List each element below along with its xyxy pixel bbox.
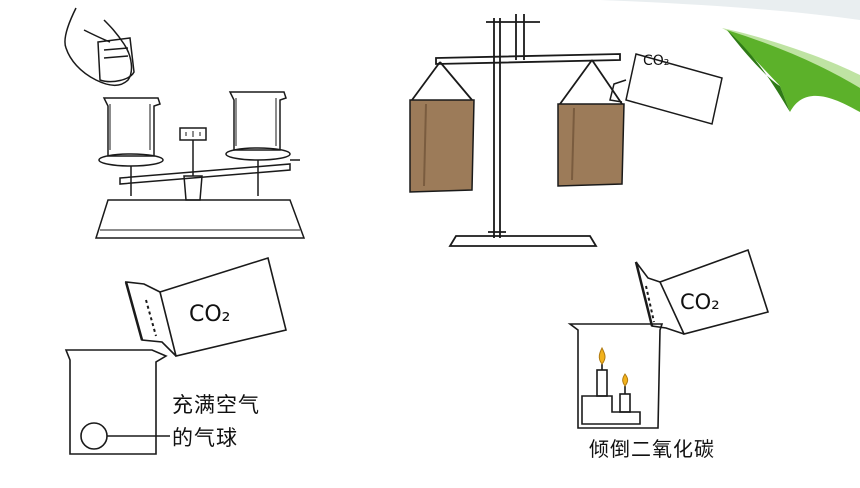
co2-bottle-left <box>159 256 287 357</box>
central-pillar <box>183 175 203 201</box>
candle-wicks <box>601 364 626 394</box>
bottle-mouth-right <box>634 261 654 327</box>
tall-candle-flame <box>598 346 606 365</box>
candle-beaker <box>567 248 770 429</box>
step-stand <box>581 395 641 425</box>
gas-stream-left <box>145 299 157 337</box>
short-candle-flame <box>622 373 629 387</box>
balance-base <box>94 199 306 239</box>
balloon-beaker <box>64 256 287 455</box>
ribbon-green <box>727 30 860 112</box>
pouring-hand <box>64 7 133 86</box>
left-bag-fold <box>423 103 427 187</box>
ribbon-curl-shade <box>600 0 860 20</box>
balloon-caption-line2: 的气球 <box>172 426 238 450</box>
hand-crease <box>83 29 111 43</box>
left-beaker-shading <box>109 104 151 150</box>
left-paper-bag <box>409 99 475 193</box>
gas-stream-right <box>645 285 655 323</box>
lever-beam <box>435 53 621 65</box>
bag-balance <box>409 14 723 247</box>
left-strings <box>411 61 473 101</box>
short-candle <box>619 393 631 413</box>
right-bag-fold <box>571 107 575 181</box>
bottle-neck <box>609 79 627 103</box>
balloon-caption-line1: 充满空气 <box>172 393 260 417</box>
balance-two-beakers <box>64 7 306 239</box>
co2-bottle-top <box>609 53 723 125</box>
pour-co2-caption: 倾倒二氧化碳 <box>589 437 715 461</box>
bottle-mouth-left <box>124 281 144 341</box>
beaker-right <box>567 323 664 429</box>
scale-ticks <box>185 131 201 137</box>
right-beaker-shading <box>235 98 277 146</box>
right-strings <box>559 59 623 105</box>
stand-rod <box>493 18 501 238</box>
stand-base <box>448 235 598 247</box>
co2-label-candle-bottle: CO₂ <box>680 290 720 314</box>
tall-candle <box>596 369 608 397</box>
balance-beam <box>119 163 291 185</box>
bottle-body <box>625 53 723 125</box>
co2-label-bag-bottle: CO₂ <box>643 53 670 69</box>
clamp-post <box>515 14 525 60</box>
balloon <box>80 422 108 450</box>
right-beaker <box>228 91 287 151</box>
small-pouring-beaker <box>97 37 135 83</box>
co2-label-balloon-bottle: CO₂ <box>189 302 231 327</box>
left-beaker <box>102 97 161 157</box>
pointer-scale <box>179 127 207 141</box>
small-beaker-marks <box>103 47 129 59</box>
right-paper-bag <box>557 103 625 187</box>
beaker-left <box>64 349 168 455</box>
co2-bottle-right <box>658 248 770 335</box>
corner-ribbon-decoration <box>600 0 860 112</box>
